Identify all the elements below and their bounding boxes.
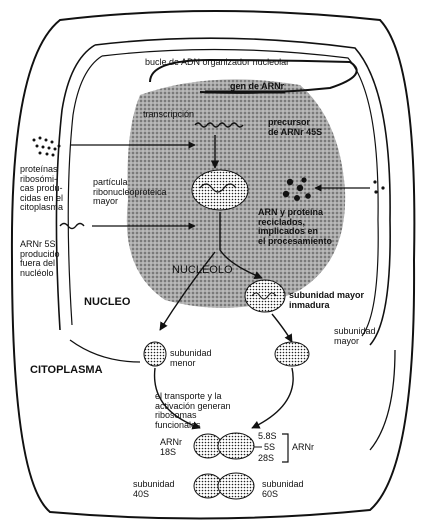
label-nucleus: NUCLEO xyxy=(84,296,131,308)
label-5s-rrna: ARNr 5S producido fuera del nucléolo xyxy=(20,239,60,278)
label-5s: 5S xyxy=(264,442,276,452)
large-subunit-path xyxy=(271,313,293,343)
label-cytoplasmic-proteins: proteínas ribosómi- cas produ- cidas en … xyxy=(20,164,64,212)
subunit-60s xyxy=(217,472,255,500)
label-large-subunit: subunidad mayor xyxy=(334,326,376,346)
cell-membrane xyxy=(10,10,416,520)
transcription-wave xyxy=(194,122,244,128)
label-18s: ARNr 18S xyxy=(160,437,182,457)
label-40s: subunidad 40S xyxy=(133,479,175,499)
label-rnp-particle: partícula ribonucleoproteica mayor xyxy=(93,177,167,206)
immature-large-subunit xyxy=(244,279,286,313)
recycled-rna-protein xyxy=(282,177,311,201)
small-subunit-path xyxy=(159,251,216,331)
label-recycled: ARN y proteína reciclados, implicados en… xyxy=(258,207,333,246)
label-transcription: transcripción xyxy=(143,109,195,119)
processing-path xyxy=(219,212,263,280)
arnr-bracket xyxy=(282,433,289,463)
transport-arrow-left xyxy=(153,367,201,430)
nuclear-envelope-inner xyxy=(67,48,379,337)
label-dna-loop: bucle de ADN organizador nucleolar xyxy=(145,57,290,67)
transport-arrow-right xyxy=(251,367,294,429)
small-subunit xyxy=(143,341,167,367)
label-precursor: precursor de ARNr 45S xyxy=(268,117,323,137)
label-nucleolus: NUCLEOLO xyxy=(172,264,233,276)
ribosome-large-top xyxy=(217,432,255,460)
large-subunit xyxy=(274,341,310,367)
label-60s: subunidad 60S xyxy=(262,479,304,499)
cytoplasmic-proteins xyxy=(32,136,61,157)
immature-coil xyxy=(251,292,277,300)
label-rrna-gene: gen de ARNr xyxy=(230,81,285,91)
rnp-rna-coil xyxy=(199,183,237,193)
rnp-particle xyxy=(191,169,249,211)
nuclear-envelope-outer xyxy=(55,37,391,346)
external-dots xyxy=(373,180,385,194)
label-5-8s: 5.8S xyxy=(258,431,277,441)
label-immature-subunit: subunidad mayor inmadura xyxy=(289,290,365,310)
label-transport: el transporte y la activación generan ri… xyxy=(155,391,231,430)
label-28s: 28S xyxy=(258,453,275,463)
label-arnr: ARNr xyxy=(292,442,314,452)
cytoplasm-lines xyxy=(69,339,396,451)
5s-rna-squiggle xyxy=(59,222,85,230)
label-small-subunit: subunidad menor xyxy=(170,348,212,368)
label-cytoplasm: CITOPLASMA xyxy=(30,364,103,376)
